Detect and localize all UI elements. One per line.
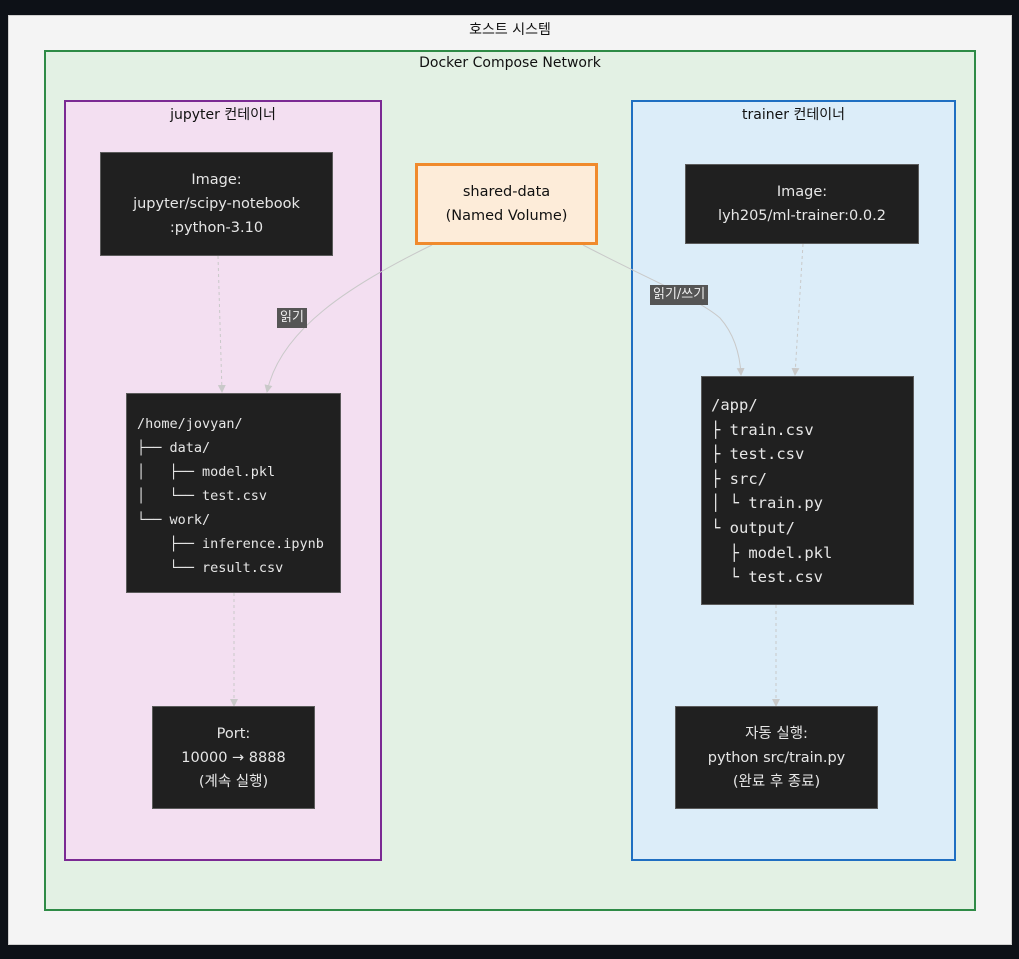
network-title: Docker Compose Network (419, 55, 601, 71)
trainer-directory-tree: /app/ ├ train.csv ├ test.csv ├ src/ │ └ … (701, 376, 914, 605)
jupyter-container-title: jupyter 컨테이너 (170, 107, 276, 123)
edge-trainer-image-to-tree (791, 243, 804, 376)
trainer-image-node: Image: lyh205/ml-trainer:0.0.2 (685, 164, 919, 244)
jupyter-directory-tree: /home/jovyan/ ├── data/ │ ├── model.pkl … (126, 393, 341, 593)
jupyter-image-node: Image: jupyter/scipy-notebook :python-3.… (100, 152, 333, 256)
edge-volume-to-trainer (582, 244, 745, 376)
shared-data-volume: shared-data (Named Volume) (415, 163, 598, 245)
trainer-run-node: 자동 실행: python src/train.py (완료 후 종료) (675, 706, 878, 809)
host-system-title: 호스트 시스템 (469, 22, 551, 38)
edge-label-read: 읽기 (277, 308, 307, 328)
jupyter-port-node: Port: 10000 → 8888 (계속 실행) (152, 706, 315, 809)
edge-jupyter-image-to-tree (217, 255, 226, 393)
trainer-container-title: trainer 컨테이너 (742, 107, 845, 123)
edge-label-read-write: 읽기/쓰기 (650, 285, 709, 305)
edge-volume-to-jupyter (264, 244, 433, 393)
